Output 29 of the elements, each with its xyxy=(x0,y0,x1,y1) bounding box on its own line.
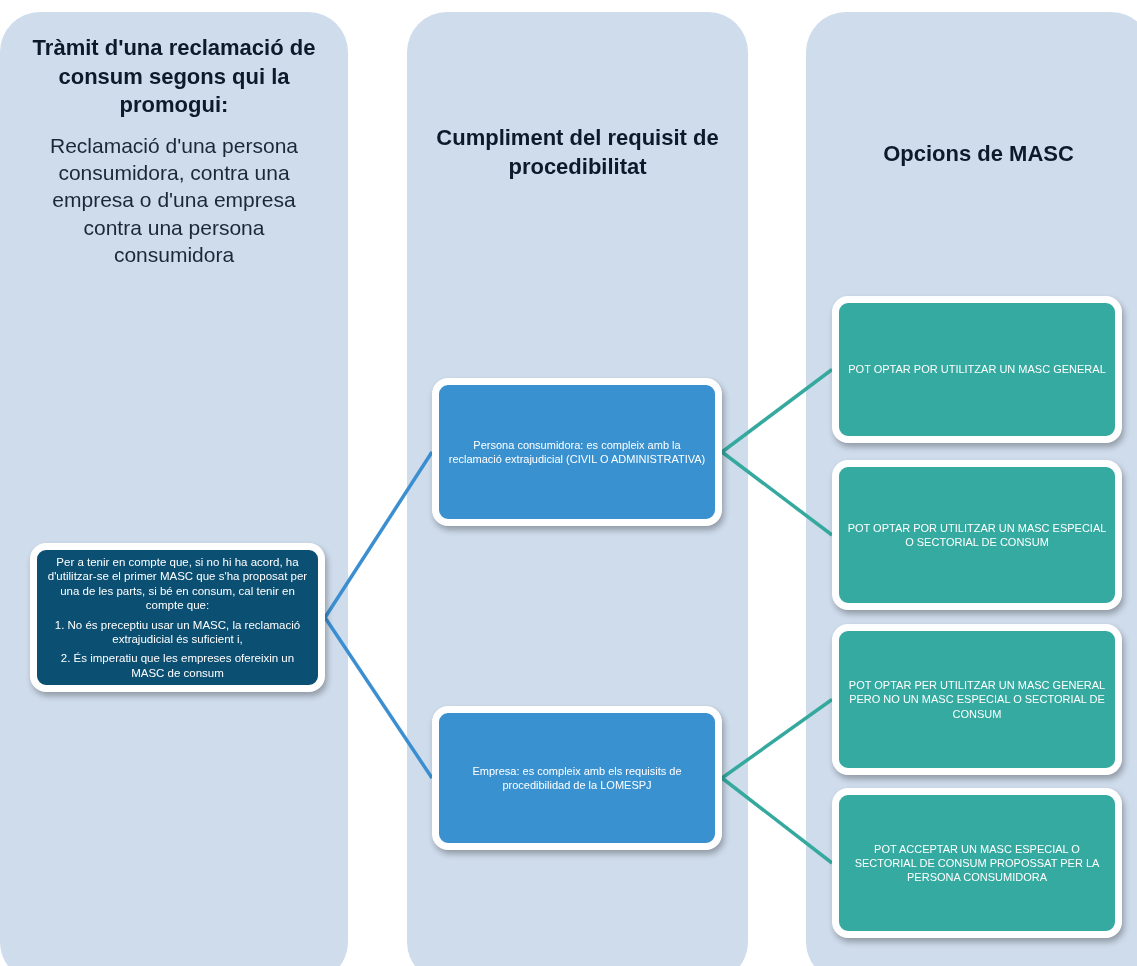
process-box xyxy=(432,706,722,850)
column-heading: Cumpliment del requisit de procedibilitat xyxy=(435,124,720,181)
box-text: POT OPTAR POR UTILITZAR UN MASC ESPECIAL O SECTORIAL DE CONSUM xyxy=(847,520,1107,550)
connector-line xyxy=(720,776,834,865)
process-box xyxy=(832,788,1122,938)
column-description: Reclamació d'una persona consumidora, contra una empresa o d'una empresa contra una persona consumidora xyxy=(49,132,299,268)
column-heading: Tràmit d'una reclamació de consum segons qui la promogui: xyxy=(31,34,317,120)
box-text: POT ACCEPTAR UN MASC ESPECIAL O SECTORIAL DE CONSUM PROPOSSAT PER LA PERSONA CONSUMIDORA xyxy=(853,841,1101,885)
box-text: Persona consumidora: es compleix amb la reclamació extrajudicial (CIVIL O ADMINISTRATIVA) xyxy=(447,437,707,467)
box-text: POT OPTAR PER UTILITZAR UN MASC GENERAL PERO NO UN MASC ESPECIAL O SECTORIAL DE CONSUM xyxy=(847,678,1107,721)
column-panel xyxy=(407,12,748,966)
connector-line xyxy=(720,368,834,454)
process-box xyxy=(432,378,722,526)
process-box xyxy=(832,624,1122,775)
box-text: Per a tenir en compte que, si no hi ha acord, ha d'utilitzar-se el primer MASC que s'ha proposat per una de les parts, si bé en consum, cal tenir en compte que: xyxy=(46,555,309,613)
process-box xyxy=(30,543,325,692)
connector-line xyxy=(323,616,434,779)
connector-line xyxy=(720,450,834,537)
process-box xyxy=(832,460,1122,610)
column-panel xyxy=(806,12,1137,966)
connector-line xyxy=(721,698,833,780)
box-text: 1. No és preceptiu usar un MASC, la reclamació extrajudicial és suficient i, xyxy=(53,617,302,647)
process-box xyxy=(832,296,1122,443)
box-text: 2. És imperatiu que les empreses ofereixin un MASC de consum xyxy=(59,651,296,680)
box-text: POT OPTAR POR UTILITZAR UN MASC GENERAL xyxy=(848,362,1106,377)
column-heading: Opcions de MASC xyxy=(883,140,1074,168)
box-text: Empresa: es compleix amb els requisits de procedibilidad de la LOMESPJ xyxy=(471,763,683,793)
column-panel xyxy=(0,12,348,966)
connector-line xyxy=(323,451,434,619)
